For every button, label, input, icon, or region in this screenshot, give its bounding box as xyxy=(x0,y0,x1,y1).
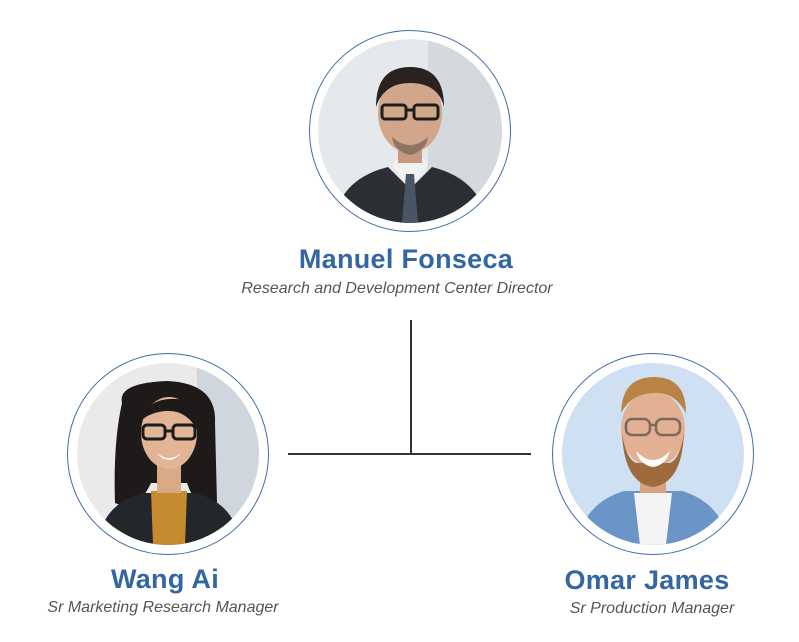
person-portrait-icon xyxy=(318,39,502,223)
person-name: Manuel Fonseca xyxy=(298,244,514,274)
person-role: Research and Development Center Director xyxy=(241,280,553,297)
person-portrait-icon xyxy=(77,363,259,545)
connector-vertical xyxy=(410,320,412,454)
person-portrait-icon xyxy=(562,363,744,545)
person-name: Wang Ai xyxy=(110,564,220,594)
connector-horizontal xyxy=(288,453,531,455)
person-name: Omar James xyxy=(564,565,730,595)
person-role: Sr Production Manager xyxy=(569,600,735,617)
person-role: Sr Marketing Research Manager xyxy=(47,599,279,616)
